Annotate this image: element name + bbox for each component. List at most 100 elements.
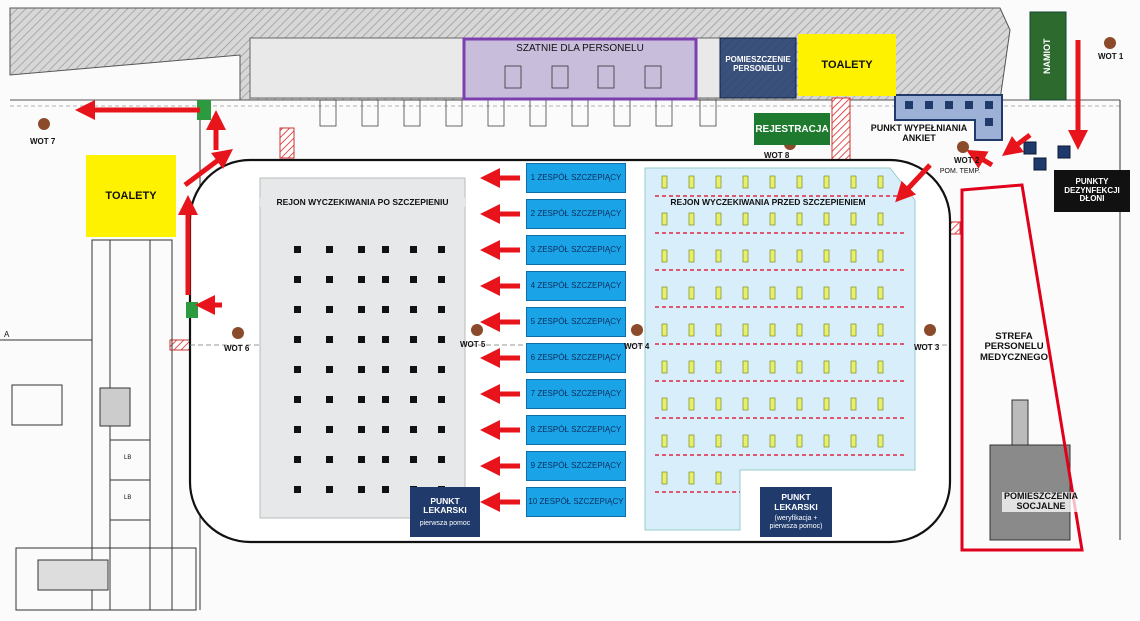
seat-before bbox=[715, 286, 722, 300]
seat-after bbox=[382, 366, 389, 373]
seat-before bbox=[823, 286, 830, 300]
seat-before bbox=[661, 397, 668, 411]
seat-after bbox=[382, 336, 389, 343]
seat-after bbox=[294, 366, 301, 373]
seat-before bbox=[715, 212, 722, 226]
seat-after bbox=[382, 276, 389, 283]
seat-before bbox=[688, 360, 695, 374]
seat-before bbox=[850, 360, 857, 374]
seat-after bbox=[326, 246, 333, 253]
seat-after bbox=[382, 306, 389, 313]
seat-before bbox=[688, 434, 695, 448]
vaccination-team-2: 2 ZESPÓŁ SZCZEPIĄCY bbox=[526, 199, 626, 229]
seat-after bbox=[382, 396, 389, 403]
seat-before bbox=[877, 397, 884, 411]
seat-after bbox=[326, 456, 333, 463]
room-label-lb-2: LB bbox=[124, 495, 132, 501]
seat-before bbox=[850, 397, 857, 411]
seat-after bbox=[410, 276, 417, 283]
seat-before bbox=[715, 471, 722, 485]
seat-before bbox=[688, 249, 695, 263]
medical-point-right-title: PUNKT LEKARSKI bbox=[774, 492, 818, 512]
seat-after bbox=[438, 396, 445, 403]
seat-before bbox=[850, 323, 857, 337]
wot-2-label: WOT 2 bbox=[954, 156, 980, 165]
seat-after bbox=[294, 306, 301, 313]
room-label-lb-1: LB bbox=[124, 455, 132, 461]
left-structure bbox=[0, 100, 1121, 611]
seat-before bbox=[850, 286, 857, 300]
vaccination-team-7: 7 ZESPÓŁ SZCZEPIĄCY bbox=[526, 379, 626, 409]
seat-before bbox=[769, 175, 776, 189]
seat-before bbox=[742, 360, 749, 374]
seat-after bbox=[410, 396, 417, 403]
seat-before bbox=[688, 471, 695, 485]
seat-before bbox=[877, 360, 884, 374]
seat-after bbox=[410, 306, 417, 313]
seat-before bbox=[796, 323, 803, 337]
flow-arrows bbox=[75, 40, 1088, 512]
seat-after bbox=[294, 396, 301, 403]
seat-before bbox=[661, 286, 668, 300]
seat-after bbox=[326, 396, 333, 403]
seat-after bbox=[438, 246, 445, 253]
seat-before bbox=[742, 175, 749, 189]
seat-before bbox=[715, 360, 722, 374]
seat-after bbox=[326, 276, 333, 283]
seat-before bbox=[850, 212, 857, 226]
staff-room-label: POMIESZCZENIE PERSONELU bbox=[725, 55, 791, 73]
staff-locker-label: SZATNIE DLA PERSONELU bbox=[516, 43, 644, 54]
seat-before bbox=[688, 397, 695, 411]
medical-point-left: PUNKT LEKARSKI pierwsza pomoc bbox=[410, 487, 480, 537]
seat-before bbox=[769, 397, 776, 411]
tent-box bbox=[1029, 11, 1067, 101]
seat-after bbox=[410, 336, 417, 343]
disinfection-label: PUNKTY DEZYNFEKCJI DŁONI bbox=[1054, 170, 1130, 212]
social-rooms-label: POMIESZCZENIA SOCJALNE bbox=[1002, 491, 1080, 512]
section-mark: A bbox=[4, 330, 10, 339]
seat-after bbox=[326, 426, 333, 433]
seat-after bbox=[438, 306, 445, 313]
seat-before bbox=[688, 323, 695, 337]
seat-after bbox=[410, 366, 417, 373]
seat-after bbox=[326, 306, 333, 313]
seat-after bbox=[438, 456, 445, 463]
tent-label: NAMIOT bbox=[1042, 38, 1053, 74]
seat-before bbox=[742, 249, 749, 263]
seat-before bbox=[850, 434, 857, 448]
seat-before bbox=[796, 397, 803, 411]
medical-point-left-title: PUNKT LEKARSKI bbox=[423, 495, 467, 516]
seat-after bbox=[326, 336, 333, 343]
seat-after bbox=[358, 336, 365, 343]
social-rooms-drawing bbox=[989, 399, 1071, 541]
seat-before bbox=[661, 212, 668, 226]
registration-box: REJESTRACJA bbox=[754, 113, 830, 145]
seat-before bbox=[823, 397, 830, 411]
seat-after bbox=[438, 336, 445, 343]
seat-after bbox=[358, 246, 365, 253]
seat-before bbox=[661, 249, 668, 263]
wot-3-label: WOT 3 bbox=[914, 343, 940, 352]
vaccination-team-10: 10 ZESPÓŁ SZCZEPIĄCY bbox=[526, 487, 626, 517]
seat-after bbox=[326, 486, 333, 493]
seat-before bbox=[823, 323, 830, 337]
seat-before bbox=[823, 434, 830, 448]
top-windows bbox=[319, 99, 717, 127]
seat-after bbox=[294, 336, 301, 343]
vaccination-team-3: 3 ZESPÓŁ SZCZEPIĄCY bbox=[526, 235, 626, 265]
survey-point-label: PUNKT WYPEŁNIANIA ANKIET bbox=[870, 123, 968, 143]
seat-before bbox=[688, 175, 695, 189]
seat-before bbox=[769, 323, 776, 337]
wot-8-label: WOT 8 bbox=[764, 151, 790, 160]
seat-before bbox=[796, 249, 803, 263]
seat-after bbox=[294, 246, 301, 253]
staff-room-box bbox=[719, 37, 797, 99]
seat-before bbox=[877, 323, 884, 337]
seat-before bbox=[796, 175, 803, 189]
seat-before bbox=[661, 323, 668, 337]
staff-locker-rooms bbox=[462, 37, 698, 101]
seat-after bbox=[382, 426, 389, 433]
seat-after bbox=[438, 426, 445, 433]
seat-before bbox=[850, 249, 857, 263]
seat-after bbox=[358, 396, 365, 403]
